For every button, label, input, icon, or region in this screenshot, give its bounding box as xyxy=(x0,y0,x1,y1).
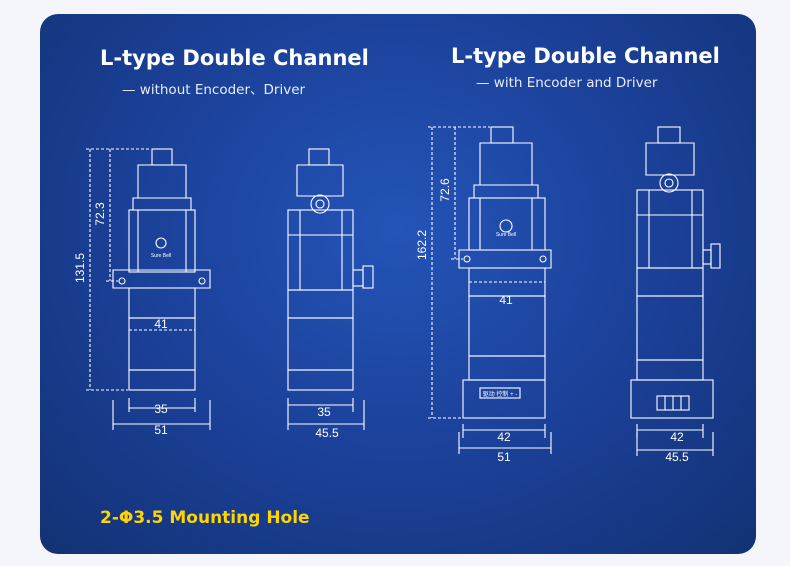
right-subtitle: — with Encoder and Driver xyxy=(476,75,658,91)
right-body-width-label: 41 xyxy=(499,293,513,307)
right-front-total-label: 51 xyxy=(497,450,511,464)
left-front-base-label: 35 xyxy=(154,402,168,416)
right-title: L-type Double Channel xyxy=(451,44,720,68)
left-body-width-label: 41 xyxy=(154,317,168,331)
right-height-upper-label: 72.6 xyxy=(438,178,452,202)
left-height-upper-label: 72.3 xyxy=(93,202,107,226)
left-side-base-label: 35 xyxy=(317,405,331,419)
left-subtitle: — without Encoder、Driver xyxy=(122,82,306,98)
left-title: L-type Double Channel xyxy=(100,46,369,70)
right-side-base-label: 42 xyxy=(670,430,684,444)
right-height-total-label: 162.2 xyxy=(415,230,429,260)
left-side-total-label: 45.5 xyxy=(315,426,339,440)
right-logo-text: Sure Bell xyxy=(496,232,516,238)
right-side-motor xyxy=(630,126,721,419)
mounting-hole-note: 2-Φ3.5 Mounting Hole xyxy=(100,508,310,528)
left-height-total-label: 131.5 xyxy=(73,253,87,283)
left-front-motor xyxy=(112,148,211,391)
right-driver-label: 驱动 控制 + - xyxy=(483,390,518,398)
right-front-motor xyxy=(458,126,552,419)
right-side-total-label: 45.5 xyxy=(665,450,689,464)
right-front-base-label: 42 xyxy=(497,430,511,444)
left-logo-text: Sure Bell xyxy=(151,253,171,259)
left-front-total-label: 51 xyxy=(154,423,168,437)
left-side-motor xyxy=(287,148,374,391)
